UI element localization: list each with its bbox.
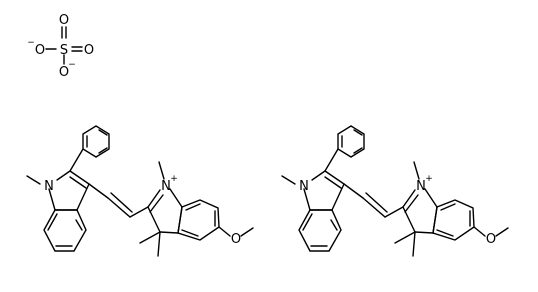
phenyl-double-3	[98, 129, 108, 136]
phenyl-double-3	[353, 129, 363, 136]
c2-n-plus-double	[149, 194, 164, 213]
gem-methyl-1	[394, 231, 416, 244]
indolium-benzo-double-1	[185, 203, 201, 211]
sulfate-ion: S O O − O O −	[27, 13, 94, 80]
c2-n-bond	[56, 170, 71, 181]
c2-n-plus-bond	[147, 189, 161, 208]
indolium-benzo-double-3	[181, 229, 199, 237]
vinyl-bond-3	[129, 206, 149, 218]
n-methyl-bond	[26, 175, 41, 185]
phenyl-ring	[337, 125, 365, 158]
methoxy-bond-2	[240, 227, 254, 237]
c2-n-bond	[311, 170, 326, 181]
vinyl-bond-2	[107, 197, 131, 218]
c3-c2-bond	[324, 170, 345, 185]
phenyl-hexagon	[337, 125, 365, 158]
indole-nitrogen: N	[44, 179, 54, 194]
vinyl-bond-3	[384, 206, 404, 218]
n-c7a-bond	[48, 188, 56, 211]
phenyl-ring	[82, 125, 110, 158]
c3a-c3-bond	[331, 183, 345, 211]
oxygen-bottom-atom: O	[59, 65, 69, 80]
n-plus-c7a-bond	[424, 188, 438, 208]
methoxy-bond-1	[218, 226, 231, 237]
vinyl-bond-1	[343, 183, 364, 199]
phenyl-to-indole-bond	[69, 148, 84, 172]
n-plus-methyl-bond	[158, 161, 165, 180]
phenyl-to-indole-bond	[324, 148, 339, 172]
gem-methyl-1	[139, 231, 161, 244]
c2-n-plus-double	[404, 194, 419, 213]
indole-nitrogen: N	[299, 179, 309, 194]
vinyl-bond-1	[88, 183, 109, 199]
benzo-hexagon	[43, 209, 87, 252]
oxygen-top-atom: O	[59, 13, 69, 28]
methoxy-oxygen: O	[486, 232, 496, 247]
indolium-charge: +	[170, 174, 178, 184]
c2-n-plus-bond	[402, 189, 416, 208]
c3-c2-bond-2	[402, 206, 416, 233]
indolium-nitrogen: N	[161, 179, 171, 194]
benzo-double-2	[47, 213, 58, 231]
methoxy-bond-1	[473, 226, 486, 237]
oxygen-bottom-charge: −	[68, 60, 76, 70]
gem-methyl-2	[157, 231, 161, 257]
indolium-benzo-hexagon	[432, 199, 475, 241]
oxygen-left-atom: O	[35, 43, 45, 58]
n-c7a-bond	[303, 188, 311, 211]
indolium-benzo-hexagon	[177, 199, 220, 241]
phenyl-double-2	[98, 147, 108, 154]
phenyl-double-2	[353, 147, 363, 154]
vinyl-double	[110, 192, 133, 213]
c3-c2-double	[69, 176, 87, 189]
n-plus-c7a-bond	[169, 188, 183, 208]
methoxy-bond-2	[495, 227, 509, 237]
c3a-c3-bond	[76, 183, 90, 211]
indolium-nitrogen: N	[416, 179, 426, 194]
benzo-hexagon	[298, 209, 342, 252]
vinyl-bond-2	[362, 197, 386, 218]
indolium-benzo-double-3	[436, 229, 454, 237]
benzo-double-2	[302, 213, 313, 231]
c3-c2-bond-2	[147, 206, 161, 233]
oxygen-right-atom: O	[84, 43, 94, 58]
c3a-c3-bond-2	[414, 231, 434, 234]
methoxy-oxygen: O	[231, 232, 241, 247]
indolium-benzo-double-1	[440, 203, 456, 211]
n-plus-methyl-bond	[413, 161, 420, 180]
n-methyl-bond	[281, 175, 296, 185]
benzo-double-3	[75, 219, 83, 231]
sulfur-atom: S	[60, 43, 68, 58]
cation-2: N N + O	[281, 125, 509, 257]
phenyl-hexagon	[82, 125, 110, 158]
c3-c2-double	[324, 176, 342, 189]
benzo-double-3	[330, 219, 338, 231]
oxygen-left-charge: −	[27, 38, 35, 48]
c3-c2-bond	[69, 170, 90, 185]
indolium-charge: +	[425, 174, 433, 184]
c3a-c3-bond-2	[159, 231, 179, 234]
cation-1: N N + O	[26, 125, 254, 257]
gem-methyl-2	[412, 231, 416, 257]
vinyl-double	[365, 192, 388, 213]
